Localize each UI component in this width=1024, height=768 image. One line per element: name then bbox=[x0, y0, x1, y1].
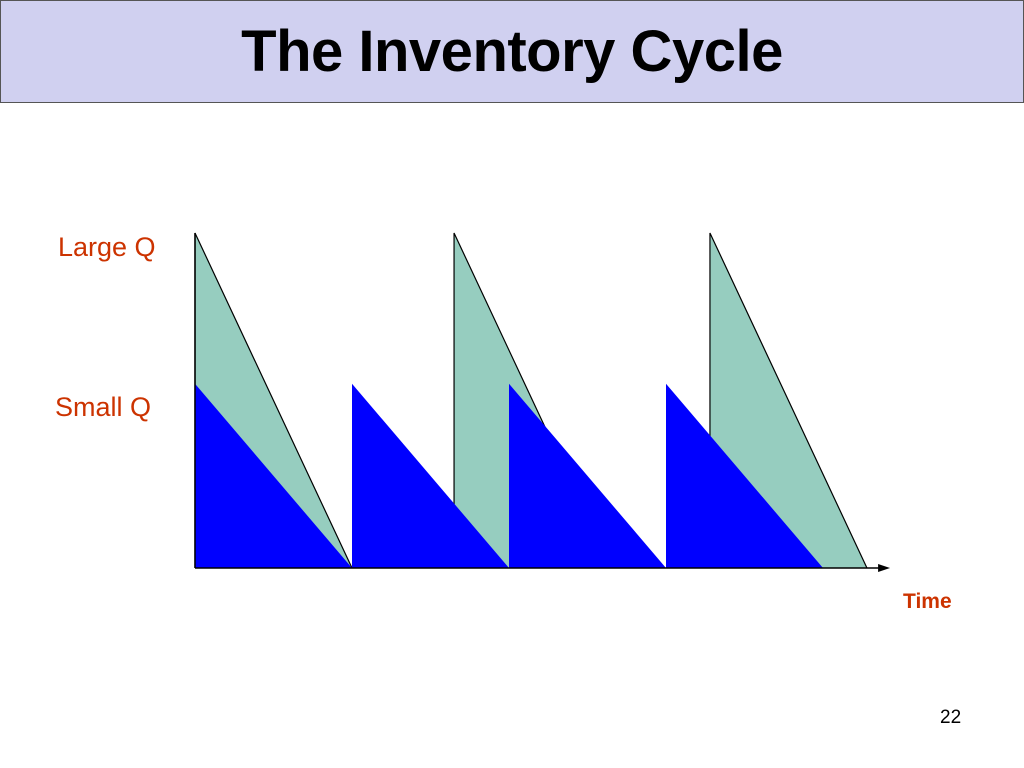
slide-title: The Inventory Cycle bbox=[241, 19, 783, 84]
small-q-series bbox=[195, 383, 823, 568]
time-axis-label: Time bbox=[903, 590, 952, 613]
page-number: 22 bbox=[940, 707, 962, 728]
small-q-cycle bbox=[666, 383, 823, 568]
x-axis-arrow bbox=[878, 564, 891, 572]
small-q-label: Small Q bbox=[55, 392, 152, 422]
small-q-cycle bbox=[195, 383, 352, 568]
large-q-label: Large Q bbox=[58, 232, 156, 262]
title-banner: The Inventory Cycle bbox=[0, 0, 1024, 103]
small-q-cycle bbox=[352, 383, 509, 568]
axes bbox=[194, 233, 891, 572]
small-q-cycle bbox=[509, 383, 666, 568]
